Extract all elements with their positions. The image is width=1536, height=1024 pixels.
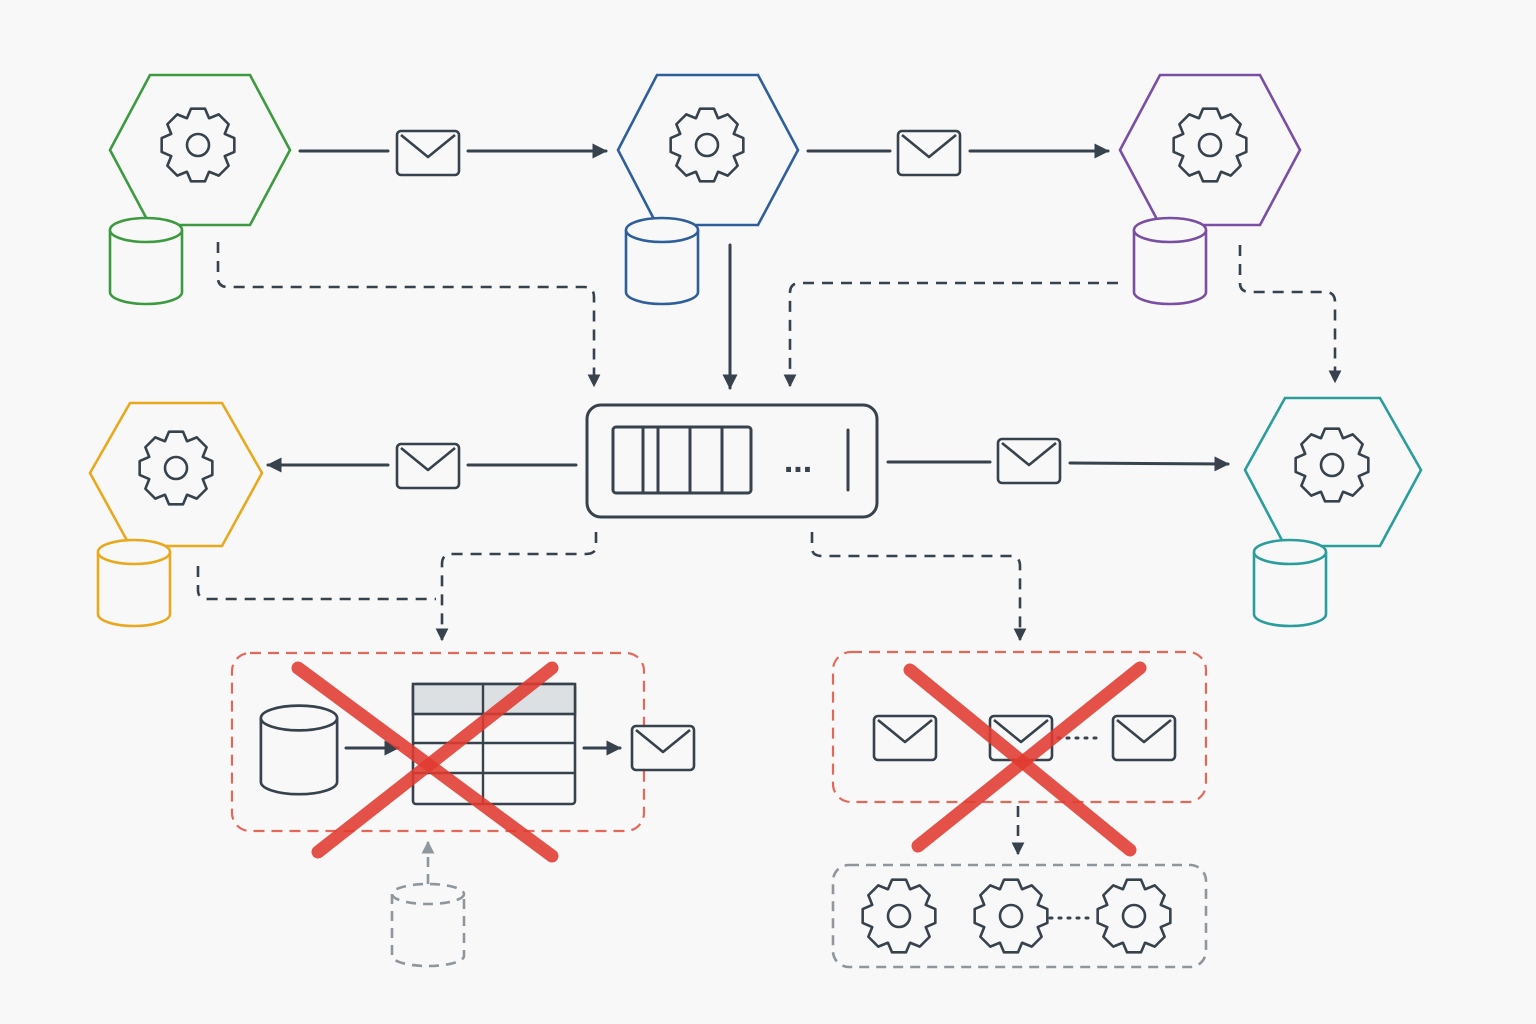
worker-pool-frame — [831, 863, 1208, 969]
dashed-connectors — [196, 242, 1342, 884]
service-top-right[interactable] — [1118, 73, 1302, 306]
message-broker[interactable]: ... — [585, 403, 879, 519]
table-icon — [411, 682, 577, 806]
dashed-top-right-to-broker — [783, 281, 1118, 388]
gear-icon — [861, 878, 937, 954]
gear-icon — [160, 107, 236, 183]
rejected-cross-icon — [291, 661, 559, 863]
broker-ellipsis: ... — [784, 442, 812, 480]
legacy-database-icon — [390, 882, 466, 968]
dashed-middle-left-to-shared-db — [196, 566, 436, 601]
database-icon — [1252, 538, 1328, 628]
envelope-icon — [996, 437, 1062, 485]
gear-icon — [973, 878, 1049, 954]
dashed-top-right-to-middle-right — [1238, 245, 1342, 384]
queue-icon — [611, 425, 753, 495]
dashed-broker-to-shared-db — [435, 532, 598, 642]
database-icon — [96, 538, 172, 628]
service-top-center[interactable] — [616, 73, 800, 306]
database-icon — [624, 216, 700, 306]
gear-icon — [1096, 878, 1172, 954]
envelope-icon — [872, 714, 938, 762]
database-icon — [1132, 216, 1208, 306]
envelope-icon — [1111, 714, 1177, 762]
gear-icon — [669, 107, 745, 183]
gear-icon — [1294, 427, 1370, 503]
database-icon — [259, 704, 339, 796]
message-chain-pattern[interactable] — [831, 650, 1208, 857]
flow-envelope-to-middle-right — [1068, 456, 1230, 472]
broker-frame — [585, 403, 879, 519]
dashed-top-left-to-broker — [216, 242, 601, 388]
solid-connectors — [266, 143, 1230, 756]
service-middle-right[interactable] — [1243, 396, 1423, 628]
envelope-icon — [395, 442, 461, 490]
envelope-icon — [896, 129, 962, 177]
rejected-cross-icon — [903, 661, 1147, 857]
database-icon — [108, 216, 184, 306]
service-middle-left[interactable] — [88, 401, 264, 628]
envelope-icon — [395, 129, 461, 177]
envelope-icon — [630, 724, 696, 772]
gear-icon — [1172, 107, 1248, 183]
dashed-broker-to-message-chain — [810, 532, 1027, 642]
gear-icon — [138, 430, 214, 506]
worker-pool[interactable] — [831, 863, 1208, 969]
service-top-left[interactable] — [108, 73, 292, 306]
shared-database-pattern[interactable] — [230, 651, 696, 863]
rejected-pattern-frame — [831, 650, 1208, 804]
